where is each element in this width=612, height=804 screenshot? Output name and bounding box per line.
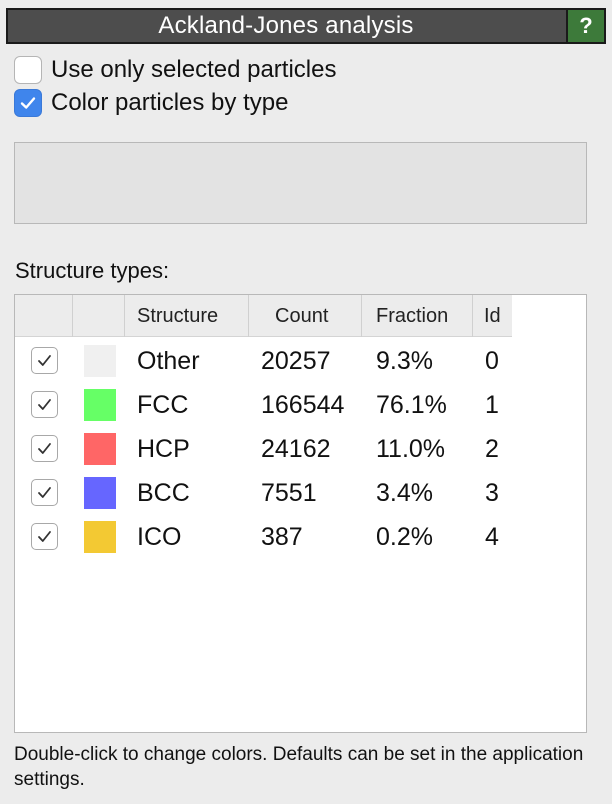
id-cell: 4	[485, 522, 499, 551]
option-use-only-selected[interactable]: Use only selected particles	[14, 56, 336, 84]
structure-types-label: Structure types:	[15, 258, 170, 283]
option-color-by-type[interactable]: Color particles by type	[14, 89, 288, 117]
count-cell: 166544	[261, 390, 345, 419]
table-row[interactable]: HCP 24162 11.0% 2	[15, 427, 512, 471]
structure-color-swatch[interactable]	[84, 389, 116, 421]
use-only-selected-label: Use only selected particles	[51, 56, 337, 83]
fraction-cell: 9.3%	[376, 346, 433, 375]
use-only-selected-checkbox[interactable]	[14, 56, 42, 84]
structure-name-cell: ICO	[137, 522, 182, 551]
structure-name-cell: BCC	[137, 478, 190, 507]
table-row[interactable]: ICO 387 0.2% 4	[15, 515, 512, 559]
header-id[interactable]: Id	[484, 304, 501, 327]
checkmark-icon	[38, 487, 51, 498]
structure-color-swatch[interactable]	[84, 521, 116, 553]
fraction-cell: 11.0%	[376, 434, 446, 463]
row-enabled-checkbox[interactable]	[31, 479, 58, 506]
header-fraction[interactable]: Fraction	[362, 295, 473, 337]
id-cell: 0	[485, 346, 499, 375]
count-cell: 387	[261, 522, 303, 551]
structure-name-cell: Other	[137, 346, 200, 375]
structure-name-cell: HCP	[137, 434, 190, 463]
panel-title: Ackland-Jones analysis	[158, 12, 414, 39]
row-enabled-checkbox[interactable]	[31, 347, 58, 374]
color-by-type-checkbox[interactable]	[14, 89, 42, 117]
structure-color-swatch[interactable]	[84, 433, 116, 465]
id-cell: 3	[485, 478, 499, 507]
header-enabled[interactable]	[15, 295, 73, 337]
table-header: Structure Count Fraction Id	[15, 295, 512, 337]
row-enabled-checkbox[interactable]	[31, 391, 58, 418]
table-row[interactable]: Other 20257 9.3% 0	[15, 339, 512, 383]
id-cell: 1	[485, 390, 499, 419]
count-cell: 20257	[261, 346, 331, 375]
structure-color-swatch[interactable]	[84, 477, 116, 509]
color-by-type-label: Color particles by type	[51, 89, 289, 116]
count-cell: 7551	[261, 478, 317, 507]
table-row[interactable]: FCC 166544 76.1% 1	[15, 383, 512, 427]
fraction-cell: 0.2%	[376, 522, 433, 551]
checkmark-icon	[38, 531, 51, 542]
panel-title-bar: Ackland-Jones analysis ?	[6, 8, 606, 44]
checkmark-icon	[38, 355, 51, 366]
row-enabled-checkbox[interactable]	[31, 523, 58, 550]
structure-types-table[interactable]: Structure Count Fraction Id Other 20257 9.…	[14, 294, 587, 733]
checkmark-icon	[38, 399, 51, 410]
structure-name-cell: FCC	[137, 390, 189, 419]
checkmark-icon	[38, 443, 51, 454]
fraction-cell: 76.1%	[376, 390, 447, 419]
header-count[interactable]: Count	[249, 295, 362, 337]
checkmark-icon	[20, 97, 36, 109]
count-cell: 24162	[261, 434, 331, 463]
table-row[interactable]: BCC 7551 3.4% 3	[15, 471, 512, 515]
help-button[interactable]: ?	[566, 10, 604, 42]
header-color[interactable]	[73, 295, 125, 337]
fraction-cell: 3.4%	[376, 478, 433, 507]
row-enabled-checkbox[interactable]	[31, 435, 58, 462]
header-structure[interactable]: Structure	[125, 295, 249, 337]
footer-hint: Double-click to change colors. Defaults …	[14, 744, 584, 790]
structure-color-swatch[interactable]	[84, 345, 116, 377]
id-cell: 2	[485, 434, 499, 463]
status-area	[14, 142, 587, 224]
